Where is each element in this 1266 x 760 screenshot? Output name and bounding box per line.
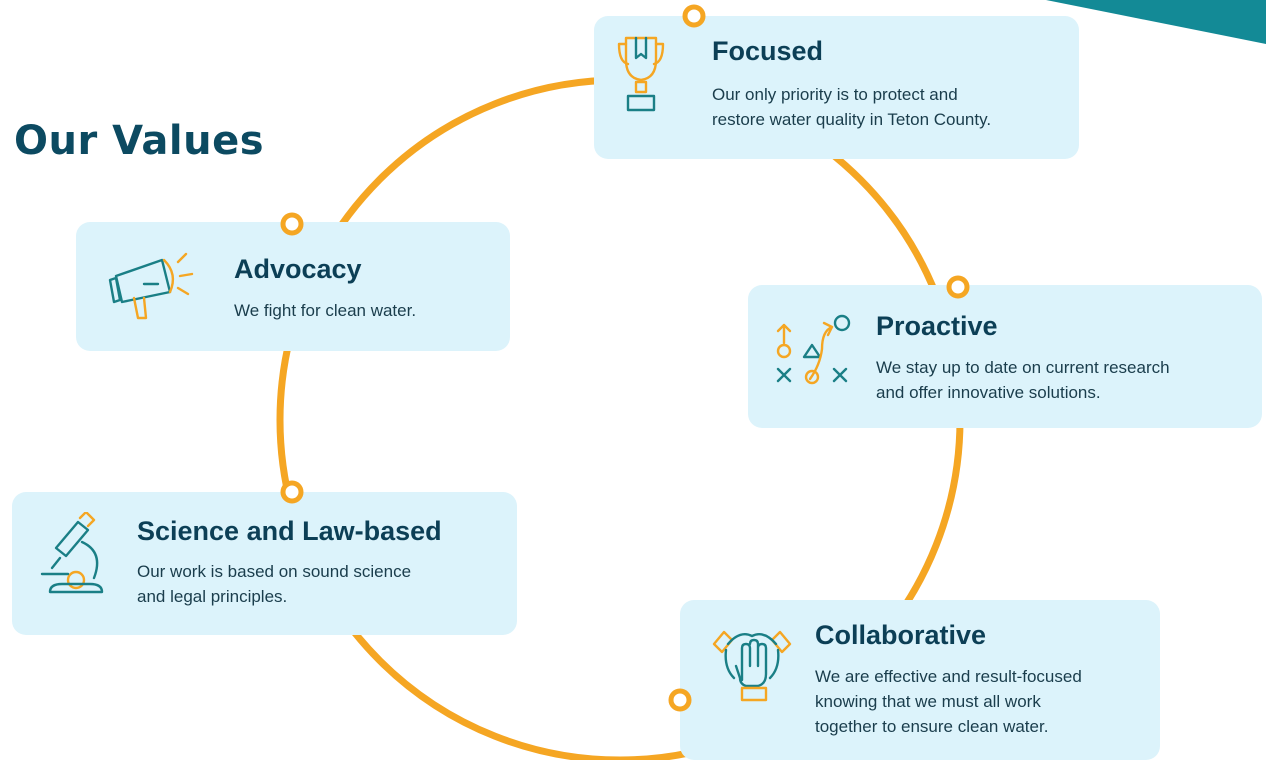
value-title: Focused <box>712 36 824 66</box>
value-title: Proactive <box>876 311 998 341</box>
value-card-proactive: Proactive We stay up to date on current … <box>748 285 1262 428</box>
value-title: Science and Law-based <box>137 516 442 546</box>
value-description: We stay up to date on current research a… <box>876 358 1170 402</box>
value-card-focused: Focused Our only priority is to protect … <box>594 16 1079 159</box>
value-description: We fight for clean water. <box>234 301 417 320</box>
value-card-science-and-law-based: Science and Law-based Our work is based … <box>12 492 517 635</box>
value-card-collaborative: Collaborative We are effective and resul… <box>680 600 1160 760</box>
microscope-icon <box>36 510 116 607</box>
trophy-icon <box>616 34 666 119</box>
strategy-play-icon <box>770 309 860 394</box>
value-description: We are effective and result-focused know… <box>815 667 1082 736</box>
value-title: Collaborative <box>815 620 987 650</box>
page-title: Our Values <box>14 118 265 164</box>
value-description: Our only priority is to protect and rest… <box>712 85 992 129</box>
value-card-advocacy: Advocacy We fight for clean water. <box>76 222 510 351</box>
megaphone-icon <box>104 248 204 327</box>
joined-hands-icon <box>710 622 794 711</box>
value-title: Advocacy <box>234 254 362 284</box>
corner-wave-decoration <box>1046 0 1266 44</box>
value-description: Our work is based on sound science and l… <box>137 562 412 606</box>
